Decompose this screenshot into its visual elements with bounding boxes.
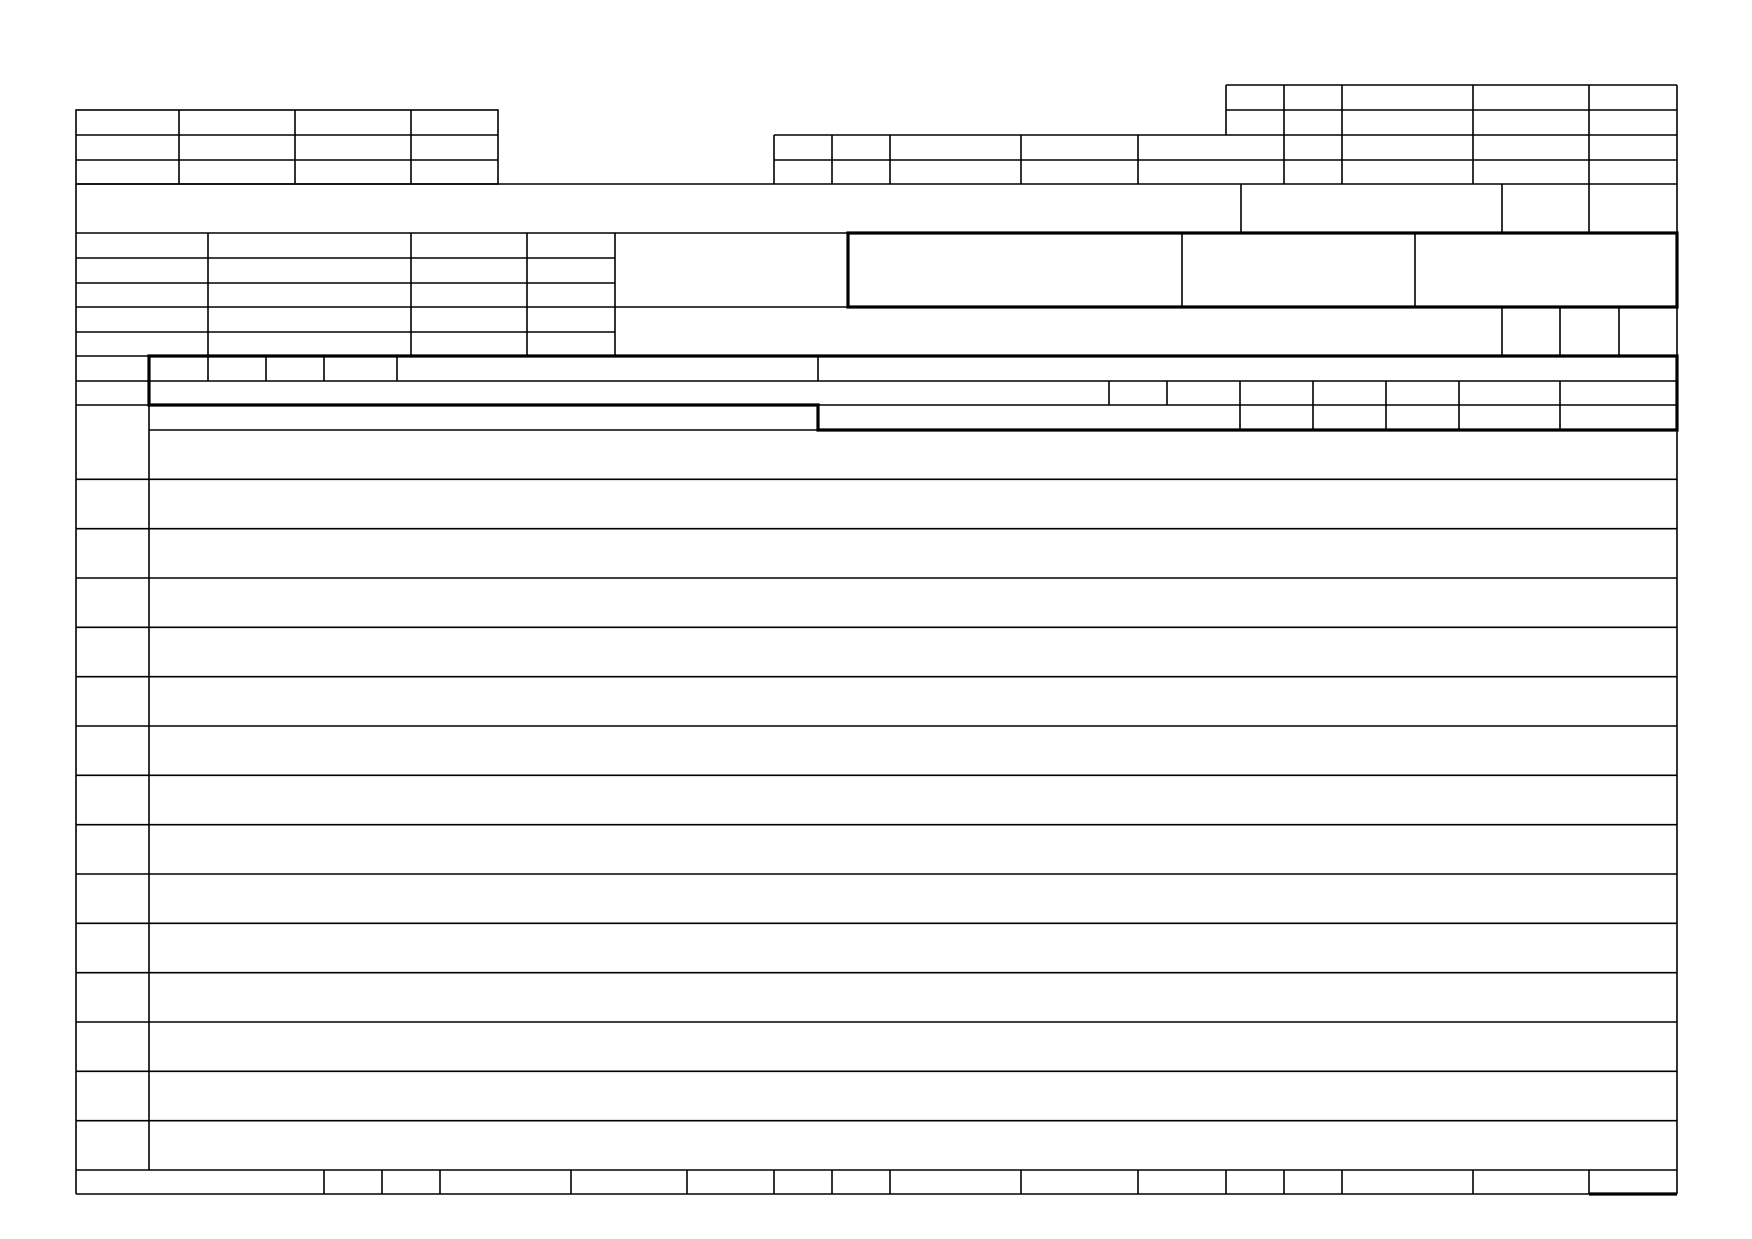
header-left-block	[75, 109, 499, 185]
info-middle	[615, 306, 1677, 356]
info-grid-left	[76, 233, 616, 356]
header-right-block	[773, 84, 1678, 184]
main-form-frame	[75, 183, 1678, 1195]
bold-box-top	[846, 231, 1679, 309]
column-header-block	[76, 354, 1679, 432]
footer-strip	[76, 1169, 1677, 1196]
title-band	[76, 184, 1590, 234]
body-rows	[76, 430, 1677, 1170]
